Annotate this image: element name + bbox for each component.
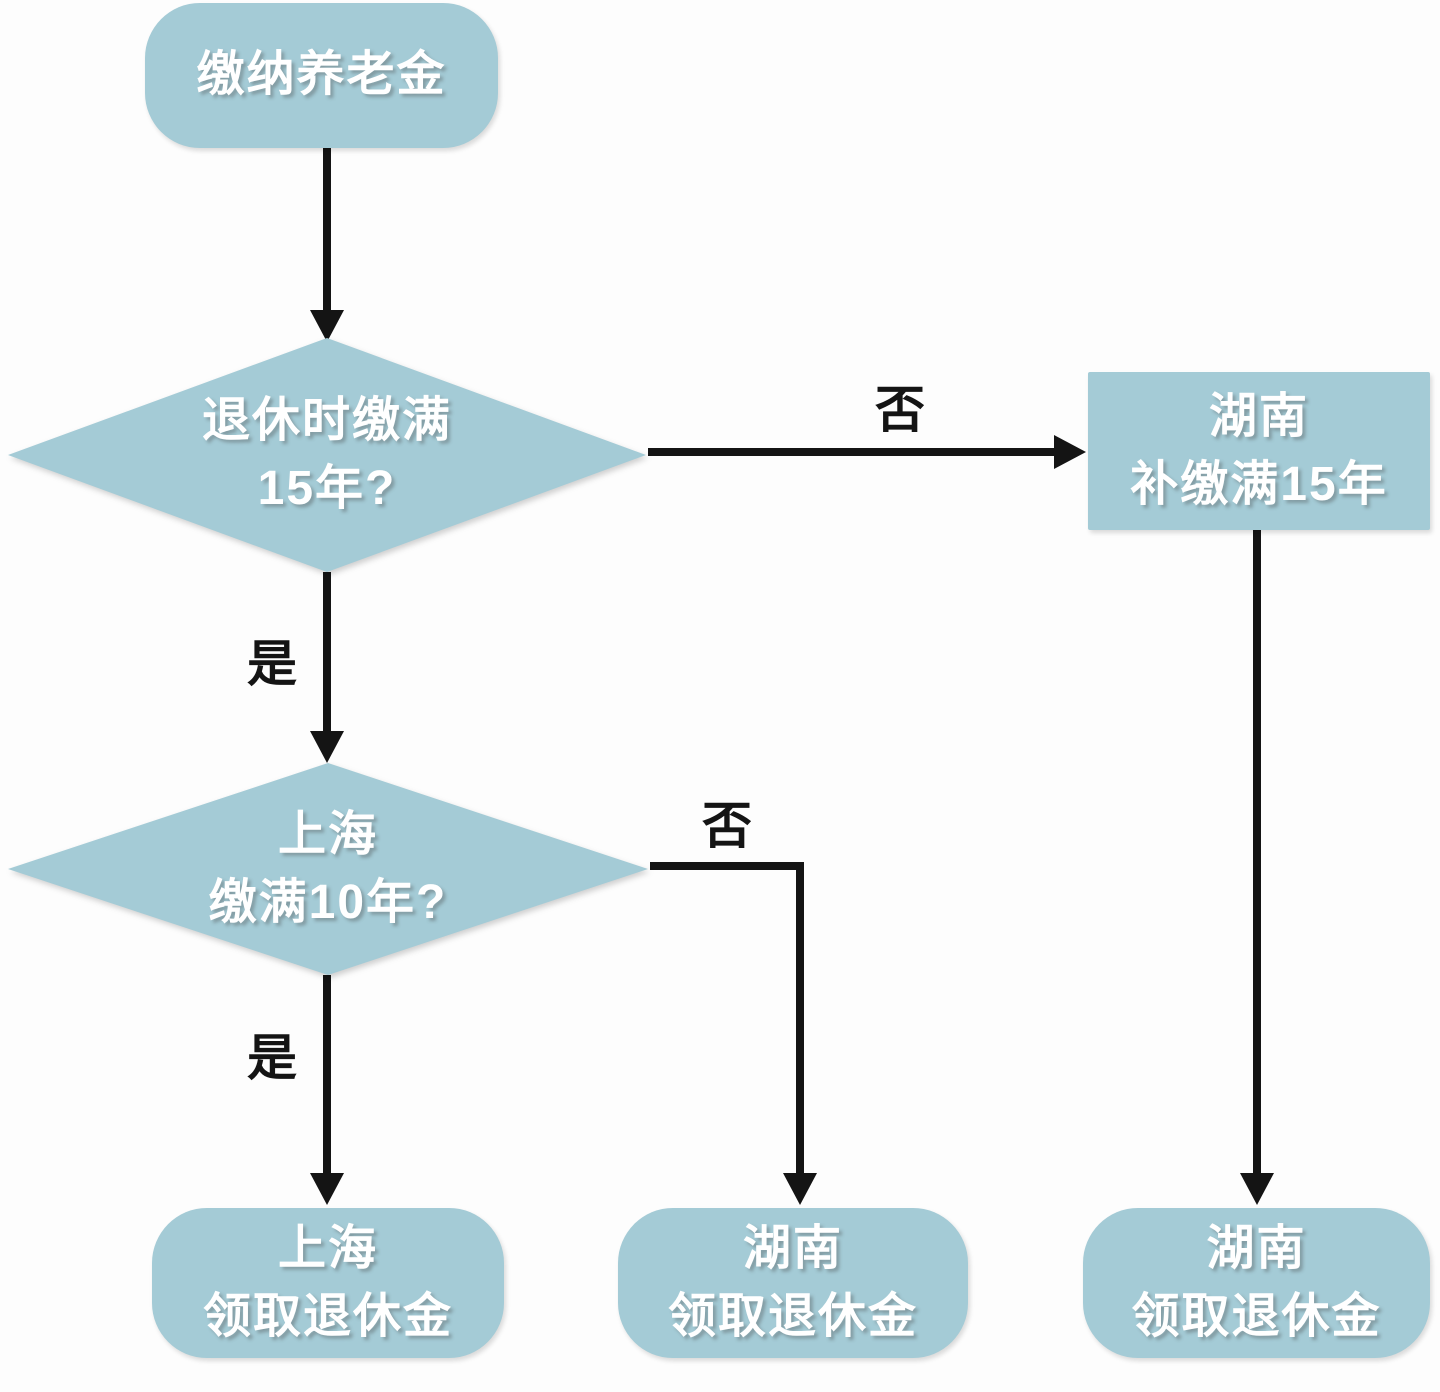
shanghai-pension-line2: 领取退休金 [202,1290,453,1343]
hunan-pension-mid-line1: 湖南 [742,1221,843,1275]
node-hunan-pension-mid: 湖南 领取退休金 [618,1208,968,1358]
hunan-backpay-line2: 补缴满15年 [1130,458,1388,511]
arrowhead-decision1-to-backpay [1054,435,1086,469]
hunan-backpay-line1: 湖南 [1208,389,1309,443]
edge-label-yes-bottom: 是 [247,1030,297,1086]
node-hunan-backpay-15y: 湖南 补缴满15年 [1088,372,1430,530]
hunan-pension-right-line1: 湖南 [1206,1221,1307,1275]
edge-label-no-top: 否 [875,382,925,438]
hunan-pension-right-line2: 领取退休金 [1131,1290,1382,1343]
node-start: 缴纳养老金 [145,3,498,148]
arrowhead-decision2-to-hunan-mid [783,1173,817,1205]
arrowhead-backpay-to-hunan-right [1240,1173,1274,1205]
decision-retire-15y-line2: 15年? [257,462,397,515]
shanghai-pension-line1: 上海 [277,1221,378,1275]
node-decision-retire-15y: 退休时缴满 15年? [8,338,646,572]
arrowhead-start-to-decision1 [310,310,344,342]
edge-label-no-mid: 否 [702,798,752,854]
arrowhead-decision2-to-shanghai-pension [310,1173,344,1205]
decision-shanghai-10y-line1: 上海 [277,807,378,861]
decision-shanghai-10y-line2: 缴满10年? [208,876,448,929]
decision-retire-15y-line1: 退休时缴满 [201,393,452,447]
node-hunan-pension-right: 湖南 领取退休金 [1083,1208,1430,1358]
node-shanghai-pension: 上海 领取退休金 [152,1208,504,1358]
hunan-pension-mid-line2: 领取退休金 [667,1290,918,1343]
node-decision-shanghai-10y: 上海 缴满10年? [8,763,648,975]
node-start-label: 缴纳养老金 [196,48,447,102]
edge-decision2-to-hunan-mid [650,862,804,1176]
arrowhead-decision1-to-decision2 [310,731,344,763]
edge-label-yes-top: 是 [247,636,297,692]
